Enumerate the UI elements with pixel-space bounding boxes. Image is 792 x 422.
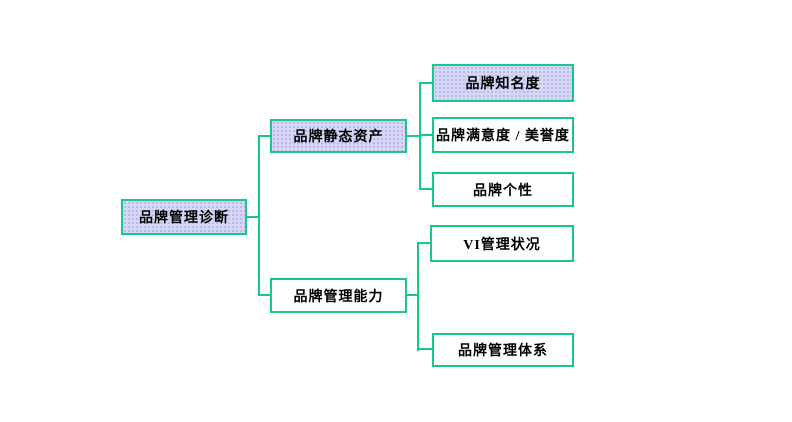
node-brand-mgmt-system: 品牌管理体系 bbox=[432, 333, 574, 367]
node-brand-static-assets: 品牌静态资产 bbox=[270, 119, 407, 153]
node-label: 品牌管理能力 bbox=[293, 289, 384, 305]
node-label: 品牌个性 bbox=[473, 183, 533, 199]
connector-mgmt-system-in bbox=[419, 348, 432, 350]
node-brand-mgmt-ability: 品牌管理能力 bbox=[270, 278, 407, 313]
connector-mgmt-ability-out bbox=[407, 294, 417, 296]
node-label: 品牌静态资产 bbox=[293, 130, 384, 145]
node-label: 品牌管理诊断 bbox=[139, 211, 229, 226]
connector-upper-vertical bbox=[419, 82, 421, 190]
connector-awareness-in bbox=[421, 82, 432, 84]
connector-static-assets-out bbox=[407, 135, 419, 137]
node-label: 品牌满意度 / 美誉度 bbox=[436, 129, 570, 144]
node-vi-mgmt-status: VI管理状况 bbox=[430, 225, 574, 262]
connector-lower-vertical bbox=[417, 242, 419, 351]
node-brand-mgmt-diagnosis: 品牌管理诊断 bbox=[121, 199, 247, 235]
connector-satisfaction-in bbox=[421, 134, 432, 136]
node-label: 品牌知名度 bbox=[465, 77, 541, 92]
node-label: 品牌管理体系 bbox=[458, 344, 548, 359]
node-label: VI管理状况 bbox=[463, 237, 541, 253]
node-brand-personality: 品牌个性 bbox=[432, 172, 574, 207]
connector-root-stub bbox=[246, 216, 258, 218]
node-brand-awareness: 品牌知名度 bbox=[432, 64, 574, 102]
node-brand-satisfaction-reputation: 品牌满意度 / 美誉度 bbox=[432, 117, 574, 153]
connector-personality-in bbox=[421, 188, 432, 190]
connector-static-assets-in bbox=[260, 135, 270, 137]
connector-vi-status-in bbox=[419, 242, 430, 244]
connector-mgmt-ability-in bbox=[260, 294, 270, 296]
connector-left-vertical bbox=[258, 135, 260, 296]
